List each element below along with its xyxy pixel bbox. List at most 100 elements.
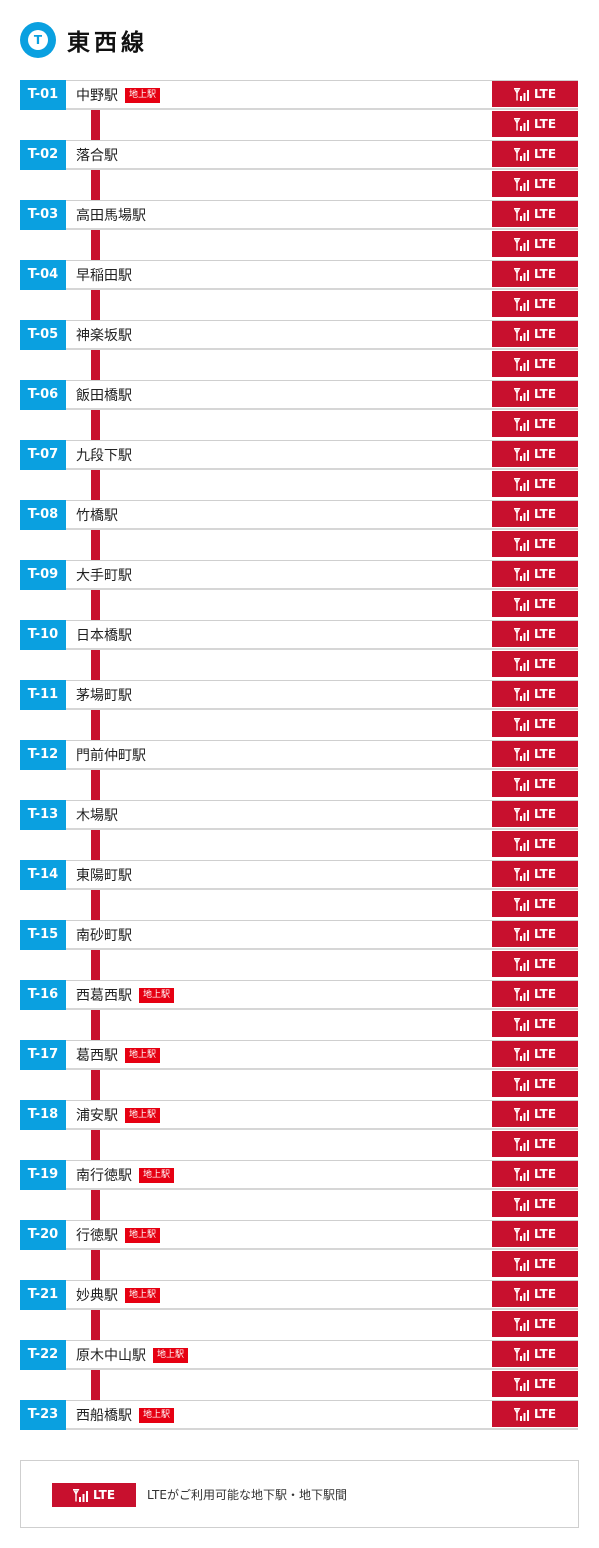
antenna-signal-icon	[513, 1377, 529, 1391]
antenna-signal-icon	[513, 537, 529, 551]
lte-badge-label: LTE	[533, 87, 557, 101]
lte-badge: LTE	[492, 1041, 578, 1067]
lte-badge-between: LTE	[492, 291, 578, 317]
lte-badge-between: LTE	[492, 651, 578, 677]
antenna-signal-icon	[513, 807, 529, 821]
between-stations-row: LTE	[20, 170, 578, 200]
station-name-wrap: 南砂町駅	[76, 920, 132, 950]
lte-badge-label: LTE	[533, 237, 557, 251]
line-connector	[91, 650, 100, 680]
station-name: 浦安駅	[76, 1108, 118, 1124]
lte-badge: LTE	[492, 501, 578, 527]
station-name: 高田馬場駅	[76, 208, 146, 224]
antenna-signal-icon	[513, 387, 529, 401]
line-connector	[91, 770, 100, 800]
antenna-signal-icon	[513, 417, 529, 431]
lte-badge-between: LTE	[492, 1011, 578, 1037]
station-code: T-07	[20, 440, 66, 470]
lte-badge-label: LTE	[533, 1317, 557, 1331]
lte-badge: LTE	[492, 441, 578, 467]
lte-badge-between: LTE	[492, 831, 578, 857]
lte-badge-between: LTE	[492, 951, 578, 977]
station-code: T-06	[20, 380, 66, 410]
lte-badge-label: LTE	[533, 867, 557, 881]
antenna-signal-icon	[513, 1257, 529, 1271]
lte-badge: LTE	[492, 1401, 578, 1427]
lte-badge-between: LTE	[492, 351, 578, 377]
station-code: T-20	[20, 1220, 66, 1250]
lte-badge: LTE	[492, 681, 578, 707]
antenna-signal-icon	[513, 297, 529, 311]
station-code: T-01	[20, 80, 66, 110]
antenna-signal-icon	[513, 657, 529, 671]
antenna-signal-icon	[513, 627, 529, 641]
station-name-wrap: 葛西駅地上駅	[76, 1040, 161, 1070]
station-name-wrap: 西葛西駅地上駅	[76, 980, 175, 1010]
page-header: T 東西線	[20, 22, 148, 58]
between-stations-row: LTE	[20, 650, 578, 680]
lte-badge-label: LTE	[533, 147, 557, 161]
lte-badge-label: LTE	[533, 1107, 557, 1121]
lte-badge: LTE	[492, 1221, 578, 1247]
antenna-signal-icon	[513, 717, 529, 731]
lte-badge-label: LTE	[533, 1197, 557, 1211]
station-name-wrap: 早稲田駅	[76, 260, 132, 290]
lte-badge: LTE	[492, 1341, 578, 1367]
station-name: 飯田橋駅	[76, 388, 132, 404]
antenna-signal-icon	[513, 1167, 529, 1181]
lte-badge-label: LTE	[533, 447, 557, 461]
line-connector	[91, 230, 100, 260]
lte-badge-between: LTE	[492, 771, 578, 797]
station-name: 葛西駅	[76, 1048, 118, 1064]
above-ground-tag: 地上駅	[125, 1047, 161, 1063]
tozai-line-logo-icon: T	[20, 22, 56, 58]
antenna-signal-icon	[513, 777, 529, 791]
lte-badge-label: LTE	[533, 1287, 557, 1301]
lte-badge-label: LTE	[533, 987, 557, 1001]
station-name-wrap: 木場駅	[76, 800, 118, 830]
between-stations-row: LTE	[20, 1250, 578, 1280]
station-code: T-12	[20, 740, 66, 770]
lte-badge: LTE	[492, 801, 578, 827]
lte-badge: LTE	[492, 561, 578, 587]
antenna-signal-icon	[513, 507, 529, 521]
station-name-wrap: 茅場町駅	[76, 680, 132, 710]
antenna-signal-icon	[513, 177, 529, 191]
lte-badge-label: LTE	[533, 387, 557, 401]
station-name: 中野駅	[76, 88, 118, 104]
line-connector	[91, 170, 100, 200]
lte-badge-label: LTE	[533, 1227, 557, 1241]
line-connector	[91, 1010, 100, 1040]
line-connector	[91, 1130, 100, 1160]
lte-badge-label: LTE	[533, 417, 557, 431]
lte-badge-label: LTE	[533, 807, 557, 821]
line-connector	[91, 1190, 100, 1220]
antenna-signal-icon	[513, 1107, 529, 1121]
station-name: 竹橋駅	[76, 508, 118, 524]
lte-badge: LTE	[492, 921, 578, 947]
above-ground-tag: 地上駅	[125, 87, 161, 103]
station-name-wrap: 神楽坂駅	[76, 320, 132, 350]
above-ground-tag: 地上駅	[139, 1407, 175, 1423]
between-stations-row: LTE	[20, 1310, 578, 1340]
station-name: 茅場町駅	[76, 688, 132, 704]
antenna-signal-icon	[513, 147, 529, 161]
lte-badge-label: LTE	[533, 267, 557, 281]
lte-badge-between: LTE	[492, 1071, 578, 1097]
station-name-wrap: 中野駅地上駅	[76, 80, 161, 110]
between-stations-row: LTE	[20, 290, 578, 320]
lte-badge-label: LTE	[533, 957, 557, 971]
antenna-signal-icon	[513, 597, 529, 611]
lte-badge-label: LTE	[533, 177, 557, 191]
antenna-signal-icon	[513, 987, 529, 1001]
between-stations-row: LTE	[20, 530, 578, 560]
lte-badge: LTE	[492, 1281, 578, 1307]
lte-badge-label: LTE	[533, 1167, 557, 1181]
line-connector	[91, 290, 100, 320]
antenna-signal-icon	[513, 1347, 529, 1361]
